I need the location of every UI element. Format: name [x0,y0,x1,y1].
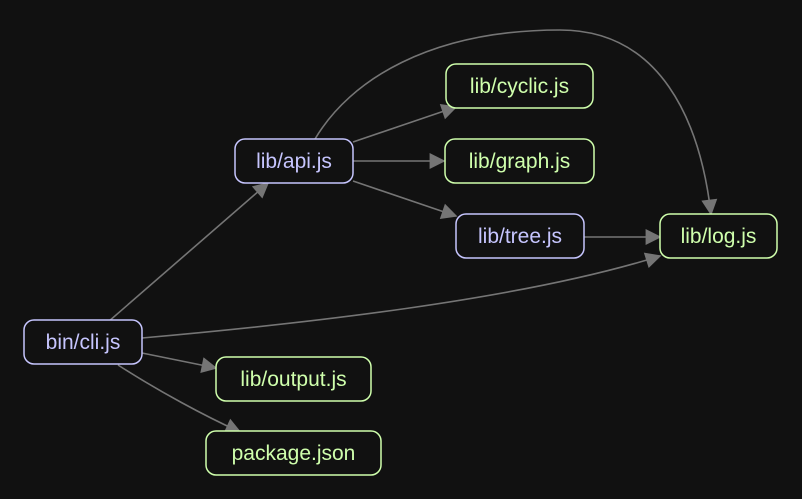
node-lib-api-label: lib/api.js [256,150,332,173]
node-lib-graph-label: lib/graph.js [469,150,571,173]
edge-cli-to-package [117,364,242,434]
node-bin-cli[interactable]: bin/cli.js [23,319,143,365]
node-package-json-label: package.json [232,442,356,465]
nodes: bin/cli.js lib/api.js lib/cyclic.js lib/… [23,63,778,476]
edge-api-to-tree [352,180,458,219]
edge-api-to-log [314,29,718,216]
node-lib-output[interactable]: lib/output.js [215,356,372,402]
node-lib-tree[interactable]: lib/tree.js [455,213,585,259]
node-lib-graph[interactable]: lib/graph.js [444,138,595,184]
node-lib-log[interactable]: lib/log.js [659,213,778,259]
edge-api-to-cyclic [352,104,458,143]
edges [107,29,718,434]
node-lib-cyclic-label: lib/cyclic.js [470,75,569,98]
node-package-json[interactable]: package.json [205,430,382,476]
edge-cli-to-log [141,252,662,339]
node-lib-api[interactable]: lib/api.js [234,138,354,184]
node-lib-cyclic[interactable]: lib/cyclic.js [445,63,594,109]
edge-cli-to-output [141,352,218,373]
node-lib-tree-label: lib/tree.js [478,225,562,248]
edge-cli-to-api [107,181,270,323]
node-lib-log-label: lib/log.js [681,225,757,248]
node-bin-cli-label: bin/cli.js [46,331,121,354]
node-lib-output-label: lib/output.js [240,368,346,391]
